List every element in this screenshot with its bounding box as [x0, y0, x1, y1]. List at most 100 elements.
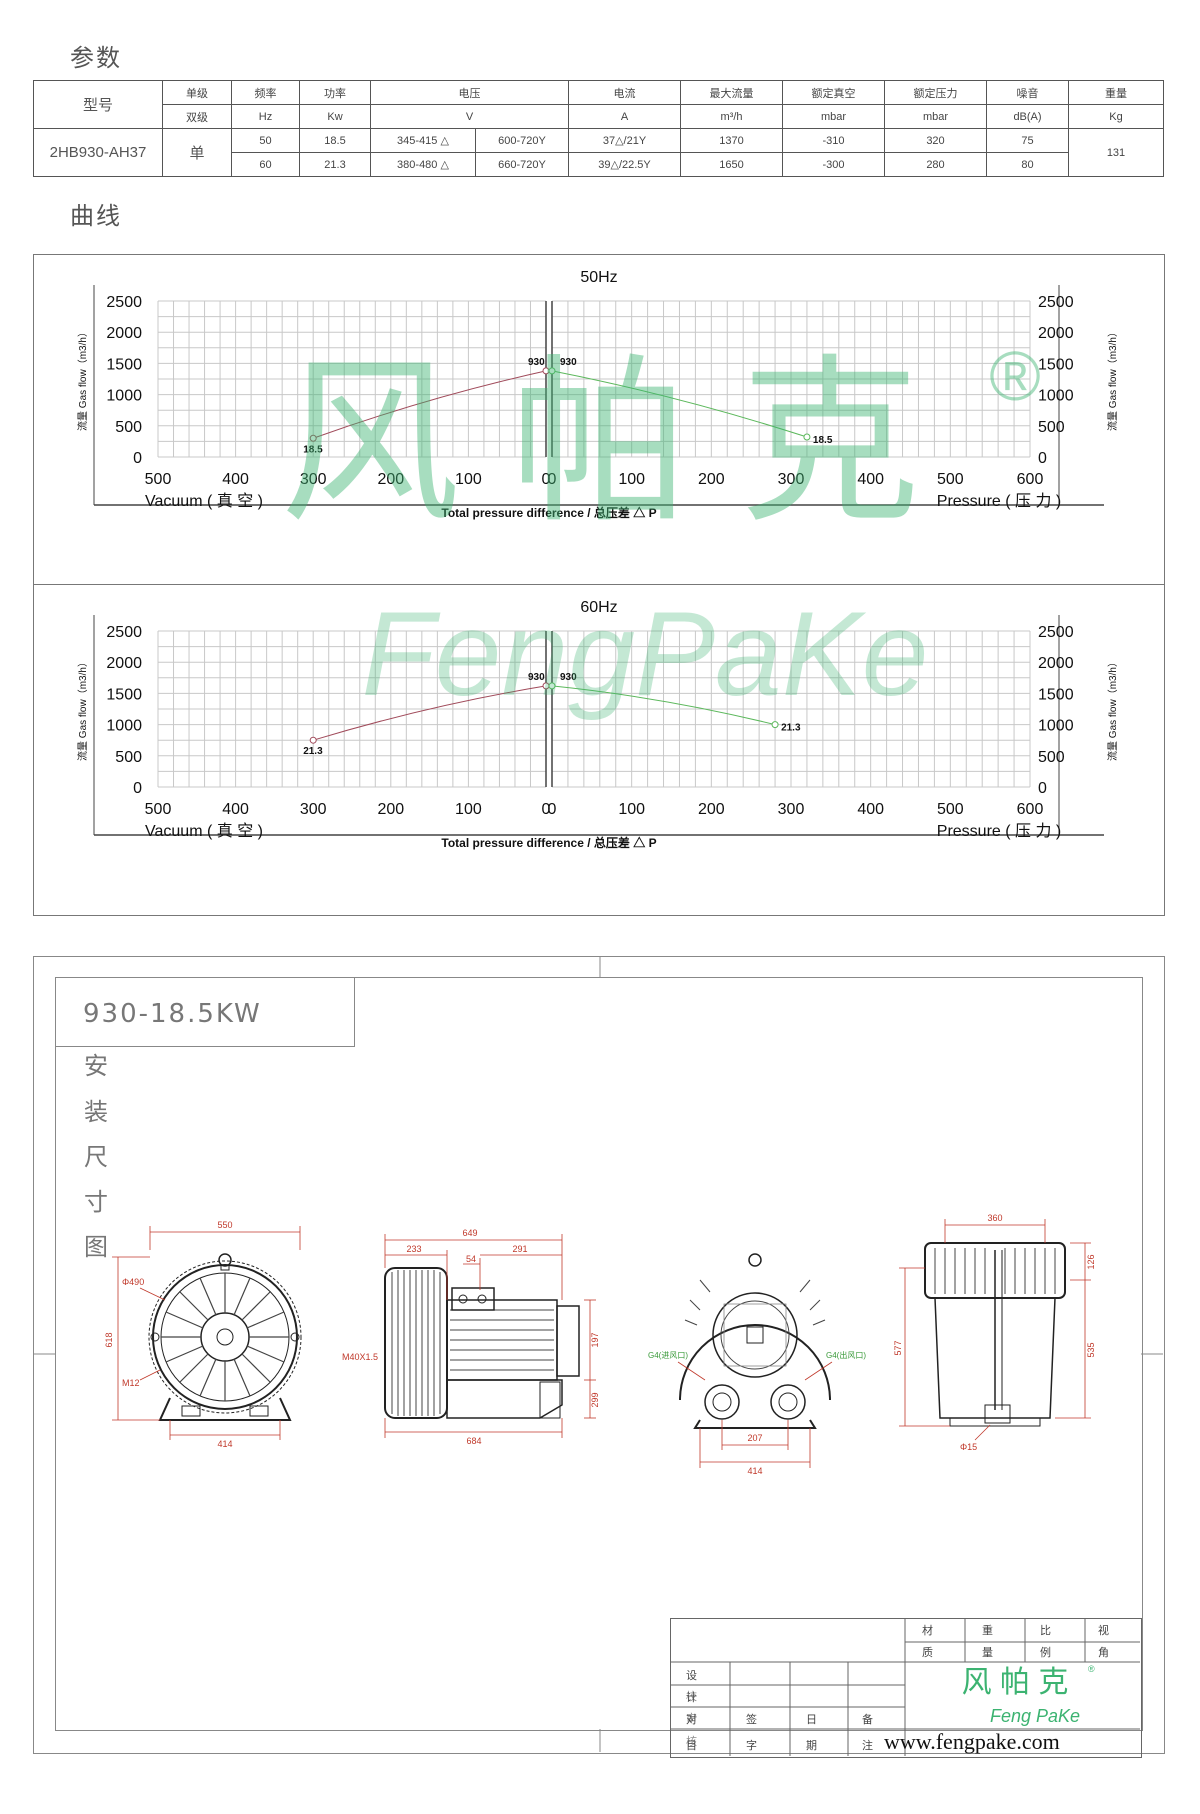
y-tick-left: 1500 — [106, 686, 142, 703]
unit-db: dB(A) — [986, 104, 1069, 129]
y-tick-left: 2000 — [106, 325, 142, 342]
y-tick-left: 2000 — [106, 655, 142, 672]
x-tick-vacuum: 500 — [145, 801, 172, 818]
row2-vac: -300 — [782, 152, 885, 177]
row1-hz: 50 — [231, 128, 300, 153]
website-url[interactable]: www.fengpake.com — [884, 1729, 1060, 1754]
x-tick-vacuum: 400 — [222, 801, 249, 818]
weight-value: 131 — [1068, 128, 1164, 177]
x-tick-pressure: 600 — [1017, 801, 1044, 818]
x-tick-vacuum: 200 — [377, 801, 404, 818]
data-label-pressure: 930 — [560, 672, 577, 683]
data-point-vacuum — [309, 736, 317, 744]
data-point-vacuum — [542, 682, 550, 690]
x-tick-pressure: 500 — [937, 801, 964, 818]
y-tick-right: 1000 — [1038, 718, 1074, 735]
x-tick-pressure: 0 — [548, 471, 557, 488]
col-header-db: 噪音 — [986, 80, 1069, 105]
series-line-pressure — [551, 370, 808, 438]
drawing-title-char-1: 安 — [84, 1052, 108, 1080]
drawing-frame — [33, 956, 1165, 1754]
drawing-title-char-3: 尺 — [84, 1143, 108, 1171]
row1-db: 75 — [986, 128, 1069, 153]
row1-v2: 600-720Y — [475, 128, 569, 153]
row1-v1: 345-415 △ — [370, 128, 476, 153]
data-label-vacuum: 18.5 — [303, 444, 323, 455]
unit-pres: mbar — [884, 104, 987, 129]
pressure-label: Pressure ( 压 力 ) — [937, 822, 1061, 840]
phase-label-double: 双级 — [162, 104, 232, 129]
drawing-model-label: 930-18.5KW — [55, 977, 355, 1047]
y-axis-label-right: 流量 Gas flow（m3/h） — [1106, 327, 1119, 431]
col-header-a: 电流 — [568, 80, 681, 105]
col-header-pres: 额定压力 — [884, 80, 987, 105]
y-axis-label-left: 流量 Gas flow（m3/h） — [76, 657, 89, 761]
x-axis-label: Total pressure difference / 总压差 △ P — [441, 835, 656, 850]
y-tick-right: 0 — [1038, 450, 1047, 467]
data-label-pressure: 18.5 — [813, 435, 833, 446]
drawing-title-char-4: 寸 — [84, 1188, 108, 1216]
x-tick-pressure: 300 — [778, 801, 805, 818]
drawing-title-char-5: 图 — [84, 1233, 108, 1261]
model-value: 2HB930-AH37 — [33, 128, 163, 177]
data-label-pressure: 930 — [560, 357, 577, 368]
col-header-hz: 频率 — [231, 80, 300, 105]
y-tick-right: 2000 — [1038, 325, 1074, 342]
x-tick-pressure: 400 — [857, 471, 884, 488]
row1-a: 37△/21Y — [568, 128, 681, 153]
y-axis-label-right: 流量 Gas flow（m3/h） — [1106, 657, 1119, 761]
unit-kw: Kw — [299, 104, 371, 129]
x-tick-vacuum: 0 — [542, 471, 551, 488]
series-line-vacuum — [313, 685, 547, 741]
x-tick-vacuum: 300 — [300, 471, 327, 488]
x-tick-pressure: 500 — [937, 471, 964, 488]
row2-v2: 660-720Y — [475, 152, 569, 177]
x-tick-vacuum: 400 — [222, 471, 249, 488]
series-line-vacuum — [313, 370, 547, 439]
col-header-kw: 功率 — [299, 80, 371, 105]
row1-kw: 18.5 — [299, 128, 371, 153]
phase-label-single: 单级 — [162, 80, 232, 105]
row2-hz: 60 — [231, 152, 300, 177]
x-tick-vacuum: 100 — [455, 801, 482, 818]
y-axis-label-left: 流量 Gas flow（m3/h） — [76, 327, 89, 431]
y-tick-right: 1500 — [1038, 686, 1074, 703]
x-tick-vacuum: 0 — [542, 801, 551, 818]
x-tick-pressure: 0 — [548, 801, 557, 818]
curves-title: 曲线 — [70, 202, 122, 230]
model-header: 型号 — [33, 80, 163, 129]
y-tick-left: 1000 — [106, 718, 142, 735]
row2-a: 39△/22.5Y — [568, 152, 681, 177]
data-point-pressure — [771, 721, 779, 729]
y-tick-left: 1500 — [106, 356, 142, 373]
y-tick-right: 2500 — [1038, 624, 1074, 641]
data-point-vacuum — [309, 434, 317, 442]
row2-db: 80 — [986, 152, 1069, 177]
stage-value: 单 — [162, 128, 232, 177]
unit-hz: Hz — [231, 104, 300, 129]
x-axis-label: Total pressure difference / 总压差 △ P — [441, 505, 656, 520]
row2-kw: 21.3 — [299, 152, 371, 177]
unit-a: A — [568, 104, 681, 129]
y-tick-left: 500 — [115, 419, 142, 436]
data-point-vacuum — [542, 367, 550, 375]
drawing-title-char-2: 装 — [84, 1098, 108, 1126]
unit-v: V — [370, 104, 569, 129]
col-header-kg: 重量 — [1068, 80, 1164, 105]
y-tick-right: 1500 — [1038, 356, 1074, 373]
x-tick-pressure: 100 — [618, 471, 645, 488]
y-tick-left: 1000 — [106, 388, 142, 405]
x-tick-pressure: 600 — [1017, 471, 1044, 488]
row2-flow: 1650 — [680, 152, 783, 177]
data-point-pressure — [548, 367, 556, 375]
row2-pres: 280 — [884, 152, 987, 177]
row2-v1: 380-480 △ — [370, 152, 476, 177]
y-tick-left: 2500 — [106, 624, 142, 641]
row1-flow: 1370 — [680, 128, 783, 153]
pressure-label: Pressure ( 压 力 ) — [937, 492, 1061, 510]
y-tick-right: 500 — [1038, 419, 1065, 436]
unit-vac: mbar — [782, 104, 885, 129]
